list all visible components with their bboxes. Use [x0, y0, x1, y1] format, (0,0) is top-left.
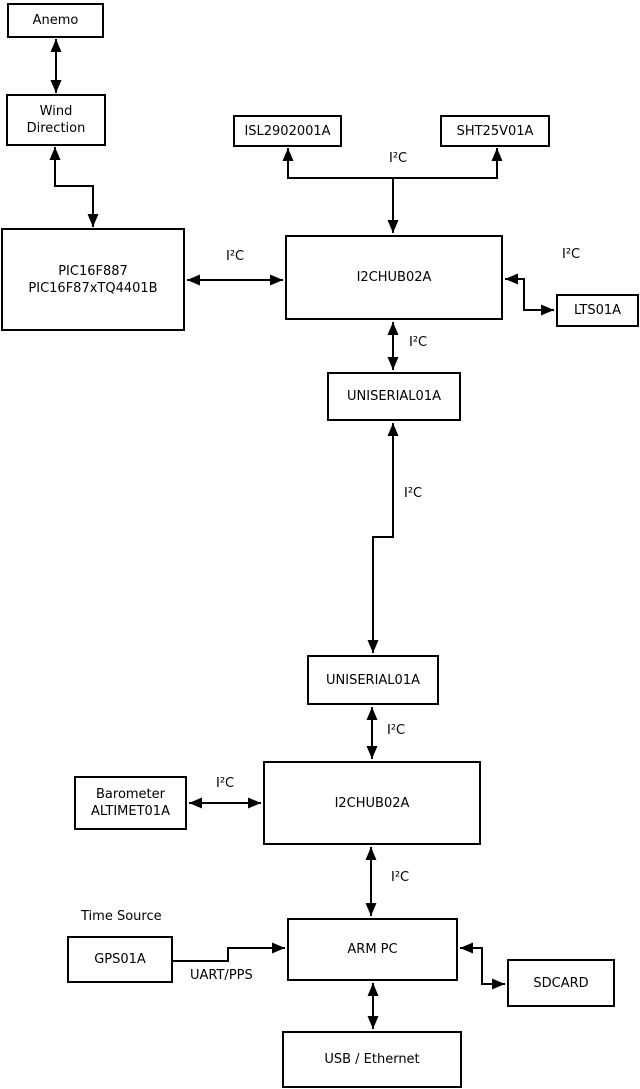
node-sdcard-label: SDCARD — [533, 975, 589, 991]
node-arm-pc: ARM PC — [287, 918, 458, 981]
node-anemo-label: Anemo — [32, 13, 79, 28]
label-i2c-barometer-hub2: I²C — [216, 776, 235, 791]
node-usb-ethernet-label: USB / Ethernet — [324, 1052, 420, 1067]
label-i2c-pic-hub1: I²C — [226, 249, 245, 264]
label-i2c-trunk: I²C — [389, 151, 408, 166]
node-uniserial01a-bottom-label: UNISERIAL01A — [326, 672, 420, 688]
node-arm-pc-label: ARM PC — [347, 942, 398, 957]
node-lts01a-label: LTS01A — [573, 303, 622, 318]
label-i2c-hub1-uniserial1: I²C — [409, 335, 428, 350]
label-i2c-uniserial-link: I²C — [404, 486, 423, 501]
label-time-source: Time Source — [81, 909, 162, 924]
node-wind-direction: Wind Direction — [6, 94, 106, 146]
node-uniserial01a-top: UNISERIAL01A — [327, 372, 461, 421]
node-i2chub02a-top: I2CHUB02A — [285, 235, 503, 320]
node-wind-direction-label: Wind Direction — [26, 104, 86, 136]
label-uart-pps: UART/PPS — [190, 968, 253, 983]
node-gps01a-label: GPS01A — [94, 952, 146, 967]
node-anemo: Anemo — [7, 3, 104, 38]
node-sht25v01a: SHT25V01A — [440, 115, 550, 147]
edge-gps-armpc — [173, 942, 285, 962]
node-i2chub02a-top-label: I2CHUB02A — [356, 270, 432, 285]
edge-wind-pic — [49, 147, 99, 227]
node-barometer-altimet01a: Barometer ALTIMET01A — [74, 776, 187, 830]
node-isl2902001a-label: ISL2902001A — [244, 123, 331, 139]
node-barometer-altimet01a-label: Barometer ALTIMET01A — [91, 787, 170, 819]
node-pic16f887-label: PIC16F887 PIC16F87xTQ4401B — [28, 263, 158, 296]
node-sht25v01a-label: SHT25V01A — [456, 123, 534, 139]
node-uniserial01a-top-label: UNISERIAL01A — [347, 389, 441, 404]
edge-hub1-lts — [505, 273, 554, 316]
node-uniserial01a-bottom: UNISERIAL01A — [307, 655, 439, 705]
node-sdcard: SDCARD — [507, 959, 615, 1007]
node-lts01a: LTS01A — [556, 294, 639, 327]
label-i2c-hub1-lts: I²C — [562, 247, 581, 262]
node-i2chub02a-bottom-label: I2CHUB02A — [334, 795, 410, 811]
node-usb-ethernet: USB / Ethernet — [282, 1031, 462, 1088]
node-isl2902001a: ISL2902001A — [233, 115, 342, 147]
label-i2c-hub2-armpc: I²C — [391, 870, 410, 885]
node-gps01a: GPS01A — [67, 936, 173, 983]
edge-armpc-sdcard — [460, 942, 505, 990]
label-i2c-uniserial2-hub2: I²C — [387, 723, 406, 738]
node-i2chub02a-bottom: I2CHUB02A — [263, 761, 481, 845]
node-pic16f887: PIC16F887 PIC16F87xTQ4401B — [1, 228, 185, 331]
edge-uniserial1-uniserial2 — [367, 423, 399, 653]
